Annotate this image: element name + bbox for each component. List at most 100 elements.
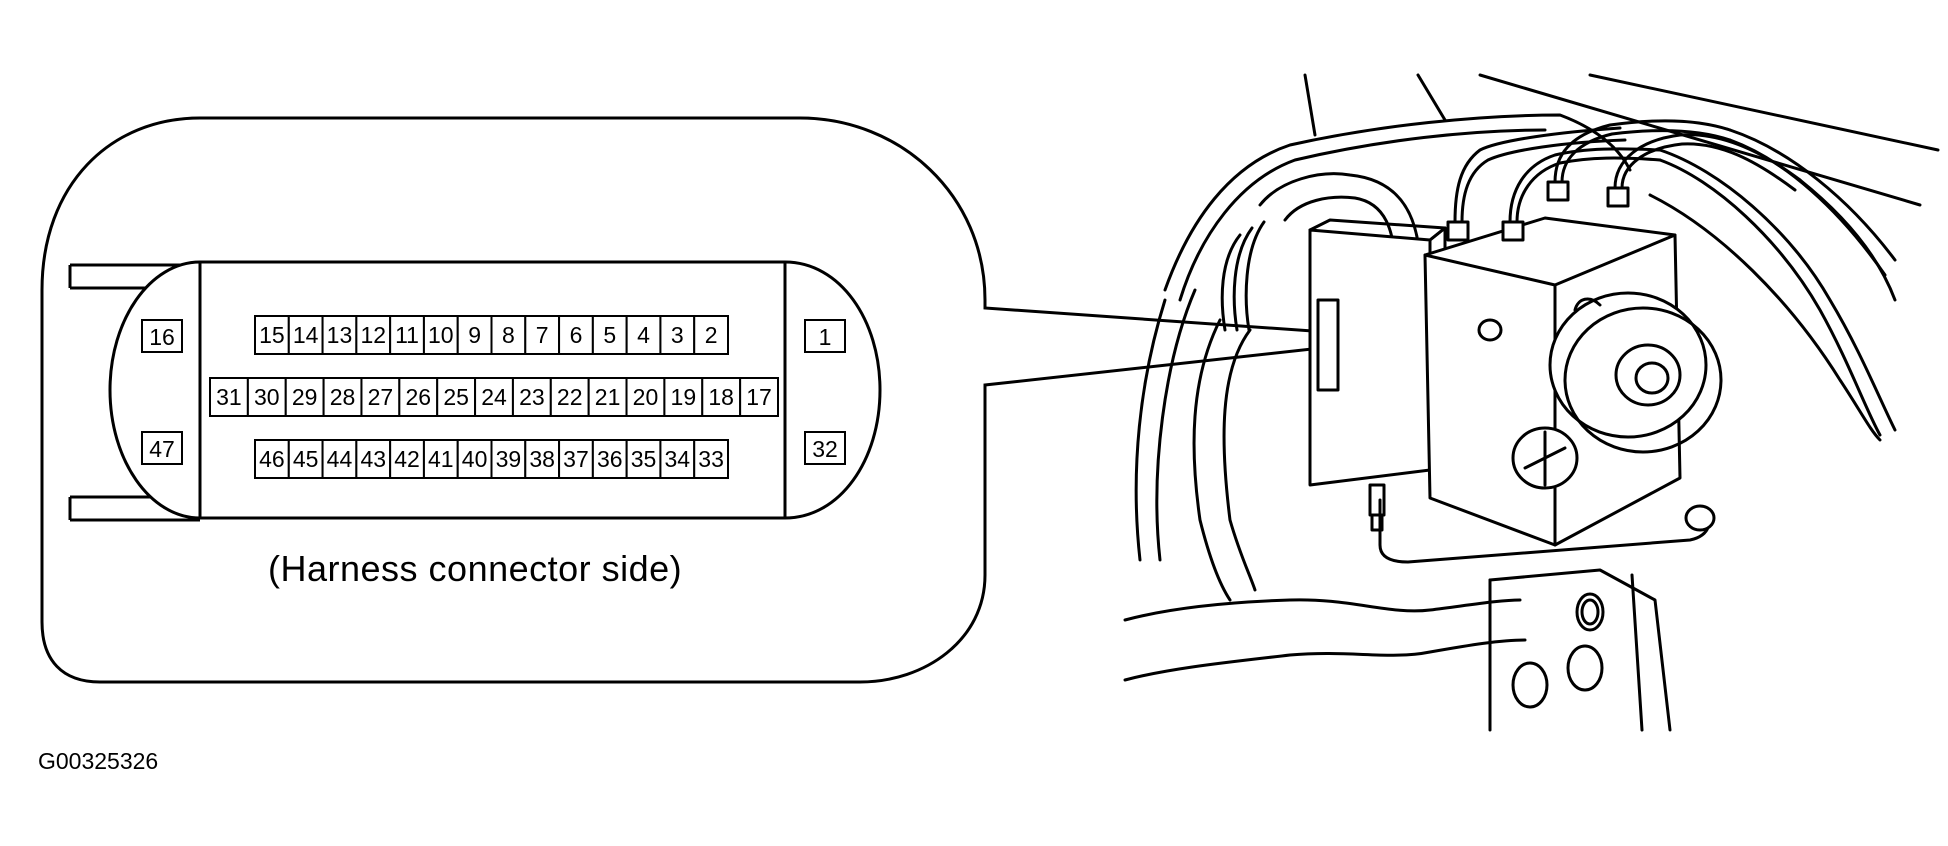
pin-9: 9 [456,315,493,355]
pin-31: 31 [209,377,249,417]
pin-label: 46 [259,446,285,472]
pin-24: 24 [474,377,514,417]
pin-label: 11 [395,322,419,348]
svg-text:47: 47 [149,436,175,462]
pin-label: 29 [292,384,318,410]
pin-label: 36 [597,446,623,472]
connector-caption: (Harness connector side) [268,548,683,589]
pin-11: 11 [389,315,425,355]
pin-4: 4 [625,315,662,355]
pin-25: 25 [436,377,477,417]
corner-pin-47: 47 [141,431,183,465]
pin-label: 8 [502,322,515,348]
corner-pin-32: 32 [804,431,846,465]
pin-row-middle: 31 30 29 28 27 26 25 24 23 22 21 20 19 18 17 [209,377,780,417]
pin-5: 5 [591,315,628,355]
pin-label: 9 [468,322,481,348]
pin-19: 19 [663,377,704,417]
corner-pin-16: 16 [141,319,183,353]
pin-46: 46 [254,439,290,479]
pin-label: 5 [603,322,616,348]
pin-30: 30 [246,377,287,417]
pin-label: 22 [557,384,583,410]
pin-18: 18 [701,377,742,417]
pin-23: 23 [511,377,552,417]
pin-label: 38 [529,446,555,472]
abs-actuator-illustration [1123,73,1940,732]
pin-21: 21 [587,377,628,417]
pin-33: 33 [693,439,730,479]
pin-label: 12 [360,322,386,348]
pin-row-bottom: 46 45 44 43 42 41 40 39 38 37 36 35 34 33 [254,439,730,479]
pin-label: 21 [595,384,621,410]
pin-label: 24 [481,384,507,410]
pin-26: 26 [398,377,439,417]
pin-17: 17 [739,377,780,417]
svg-text:1: 1 [819,324,832,350]
pin-label: 39 [496,446,522,472]
pin-38: 38 [524,439,561,479]
pin-label: 35 [631,446,657,472]
pin-label: 23 [519,384,545,410]
pin-10: 10 [422,315,459,355]
pin-44: 44 [321,439,358,479]
svg-text:16: 16 [149,324,175,350]
pin-label: 15 [259,322,285,348]
pin-35: 35 [625,439,662,479]
pin-43: 43 [355,439,392,479]
pin-label: 14 [293,322,319,348]
pin-13: 13 [321,315,358,355]
pin-label: 25 [443,384,469,410]
pin-label: 33 [698,446,724,472]
pin-40: 40 [456,439,493,479]
pin-label: 17 [746,384,772,410]
pin-label: 7 [536,322,549,348]
pin-label: 4 [637,322,650,348]
pin-label: 34 [665,446,691,472]
corner-pin-1: 1 [804,319,846,353]
pin-3: 3 [659,315,696,355]
pin-label: 10 [428,322,454,348]
pin-label: 43 [360,446,386,472]
pin-label: 19 [671,384,697,410]
pin-label: 41 [428,446,454,472]
pin-12: 12 [355,315,392,355]
pin-29: 29 [284,377,325,417]
pin-2: 2 [693,315,730,355]
pin-label: 3 [671,322,684,348]
pin-label: 37 [563,446,589,472]
pin-22: 22 [549,377,590,417]
pin-15: 15 [254,315,290,355]
pin-39: 39 [490,439,527,479]
pin-label: 42 [394,446,420,472]
pin-label: 45 [293,446,319,472]
pin-label: 44 [327,446,353,472]
pin-20: 20 [625,377,666,417]
pin-6: 6 [558,315,594,355]
pin-14: 14 [287,315,324,355]
pin-42: 42 [389,439,425,479]
pin-41: 41 [422,439,459,479]
pin-label: 30 [254,384,280,410]
pin-7: 7 [524,315,561,355]
pin-28: 28 [322,377,363,417]
svg-text:32: 32 [812,436,838,462]
figure-id: G00325326 [38,748,159,774]
pin-27: 27 [360,377,401,417]
pin-36: 36 [591,439,628,479]
pin-label: 31 [216,384,242,410]
pin-label: 2 [705,322,718,348]
pin-37: 37 [558,439,594,479]
pin-label: 27 [368,384,394,410]
pin-label: 18 [708,384,734,410]
pin-label: 13 [327,322,353,348]
pin-label: 40 [462,446,488,472]
pin-label: 6 [570,322,583,348]
pin-label: 26 [405,384,431,410]
pin-label: 20 [633,384,659,410]
pin-8: 8 [490,315,527,355]
pin-45: 45 [287,439,324,479]
pin-label: 28 [330,384,356,410]
